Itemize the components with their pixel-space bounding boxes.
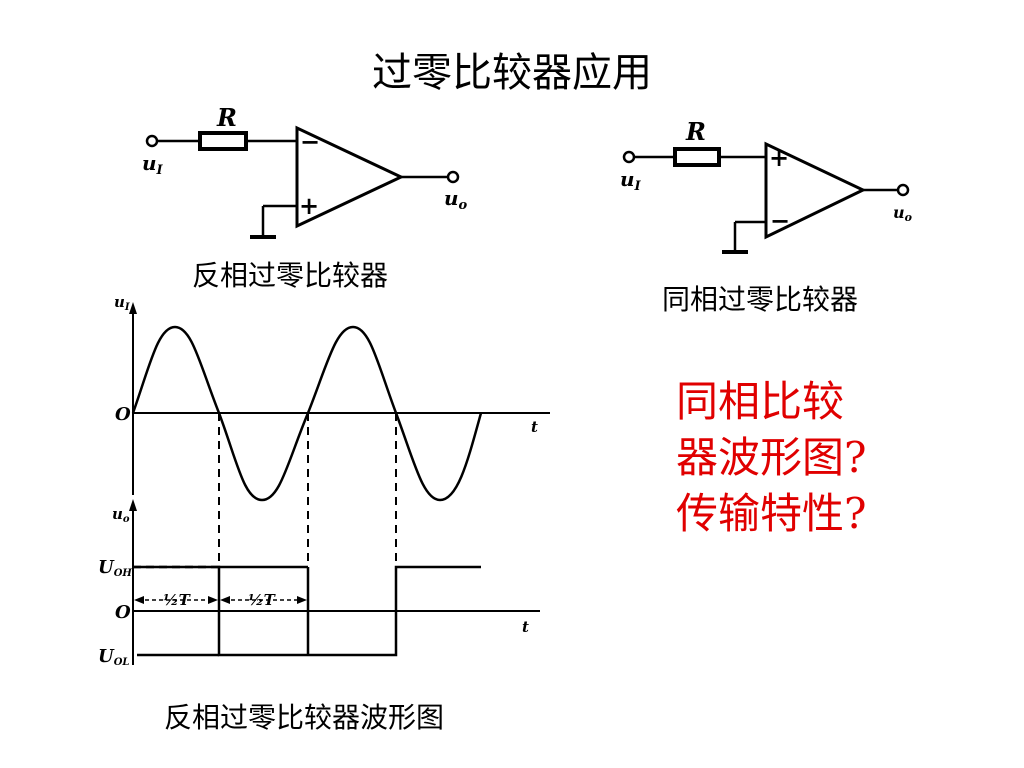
input-terminal [145, 134, 159, 148]
input-label: uI [142, 151, 164, 178]
output-axis-label: uo [112, 505, 130, 525]
noninverting-comparator-caption: 同相过零比较器 [662, 283, 859, 316]
opamp-triangle [295, 125, 405, 229]
half-period-label: ½T [248, 591, 277, 609]
resistor [673, 147, 721, 167]
time-label-top: t [531, 418, 538, 436]
output-terminal [896, 183, 910, 197]
inverting-comparator-circuit [145, 125, 460, 239]
noninverting-input-sign: + [769, 143, 789, 172]
noninverting-input-sign: + [299, 191, 319, 220]
inverting-input-sign: − [300, 127, 320, 156]
resistor-label: R [216, 103, 237, 132]
low-level-label: UOL [98, 646, 129, 668]
resistor-label: R [685, 117, 706, 146]
origin-label-bottom: O [115, 602, 131, 623]
input-terminal [622, 150, 636, 164]
question-line: 器波形图? [676, 433, 867, 482]
high-level-label: UOH [98, 557, 132, 579]
question-line: 传输特性? [676, 489, 867, 538]
question-text: 同相比较 器波形图? 传输特性? [676, 374, 867, 542]
origin-label-top: O [115, 404, 131, 425]
output-label: uo [444, 186, 468, 213]
question-line: 同相比较 [676, 377, 845, 426]
page-title: 过零比较器应用 [372, 50, 652, 96]
resistor [198, 131, 248, 151]
waveform-diagram [131, 308, 550, 665]
time-label-bottom: t [522, 618, 529, 636]
waveform-caption: 反相过零比较器波形图 [164, 701, 445, 734]
input-axis-label: uI [114, 293, 130, 313]
half-period-label: ½T [163, 591, 192, 609]
input-label: uI [620, 167, 642, 194]
noninverting-comparator-circuit [622, 141, 910, 254]
inverting-comparator-caption: 反相过零比较器 [192, 259, 389, 292]
output-terminal [446, 170, 460, 184]
opamp-triangle [764, 141, 867, 240]
inverting-input-sign: − [770, 206, 790, 235]
half-period-arrowheads [129, 302, 307, 604]
output-label: uo [893, 203, 912, 224]
